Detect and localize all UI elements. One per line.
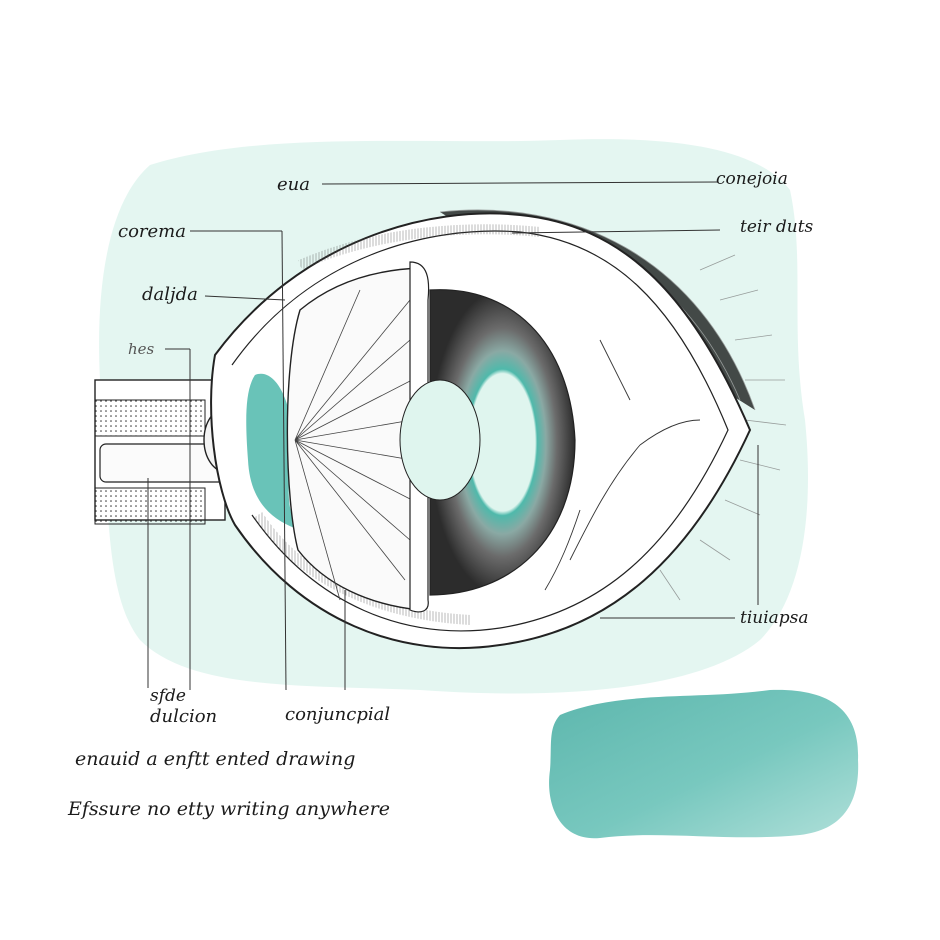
label-teir-duts: teir duts <box>740 217 814 237</box>
label-eua: eua <box>277 174 310 195</box>
teal-lens <box>246 373 300 530</box>
label-conjuncpial: conjuncpial <box>285 704 391 725</box>
teal-blot <box>549 689 859 839</box>
sclera-veins <box>544 339 701 591</box>
note-line-2: Efssure no etty writing anywhere <box>68 798 390 820</box>
note-line-1: enauid a enftt ented drawing <box>75 748 356 770</box>
label-hes: hes <box>128 340 155 358</box>
label-tiuiapsa: tiuiapsa <box>740 608 809 628</box>
label-dulcion: dulcion <box>150 706 218 727</box>
label-daljda: daljda <box>142 284 198 305</box>
label-sfde: sfde <box>150 686 186 706</box>
label-conejoia: conejoia <box>716 169 788 189</box>
vein-lines <box>294 289 413 601</box>
iris <box>429 289 576 596</box>
label-corema: corema <box>118 221 186 242</box>
pupil <box>399 379 481 501</box>
leader-lines <box>147 181 759 691</box>
